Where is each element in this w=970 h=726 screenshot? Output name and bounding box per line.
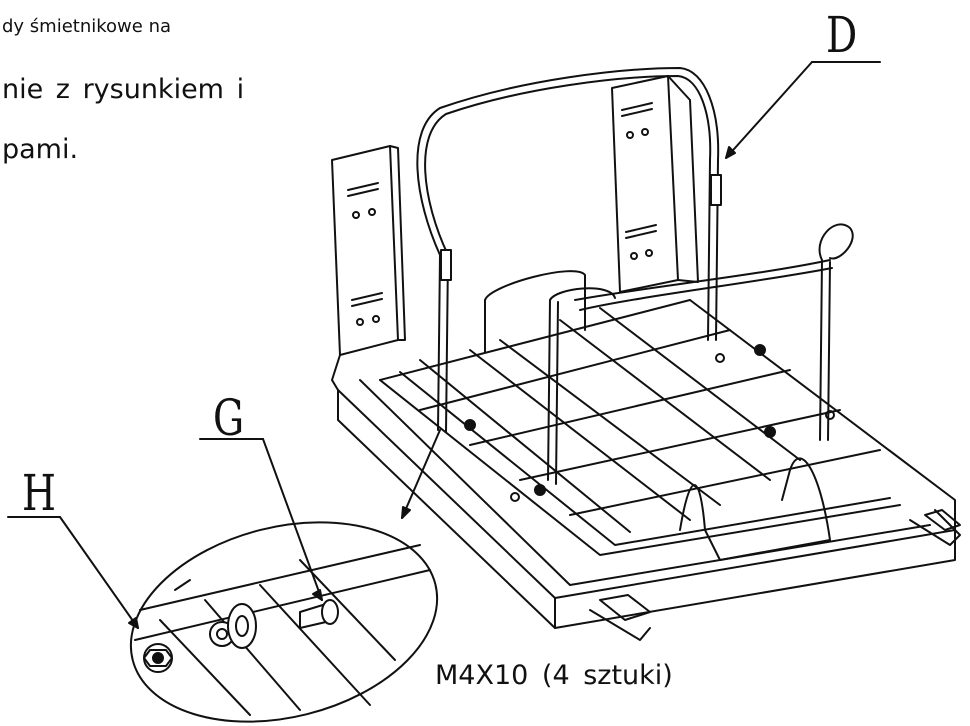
instruction-text-line-1: dy śmietnikowe na: [2, 16, 172, 37]
left-mounting-bracket: [331, 145, 406, 391]
instruction-text-line-2: nie z rysunkiem i: [2, 74, 245, 105]
base-tray: [337, 299, 961, 641]
detail-view: [129, 521, 439, 723]
label-h: H: [22, 464, 57, 522]
instruction-text-line-3: pami.: [2, 134, 79, 165]
fasteners-on-tray: [464, 344, 835, 502]
label-g: G: [213, 389, 245, 447]
right-mounting-bracket: [611, 75, 699, 293]
screw-caption: M4X10 (4 sztuki): [435, 660, 673, 691]
label-d: D: [826, 6, 858, 64]
top-handle-rail: [416, 67, 722, 433]
wire-basket: [379, 223, 901, 561]
